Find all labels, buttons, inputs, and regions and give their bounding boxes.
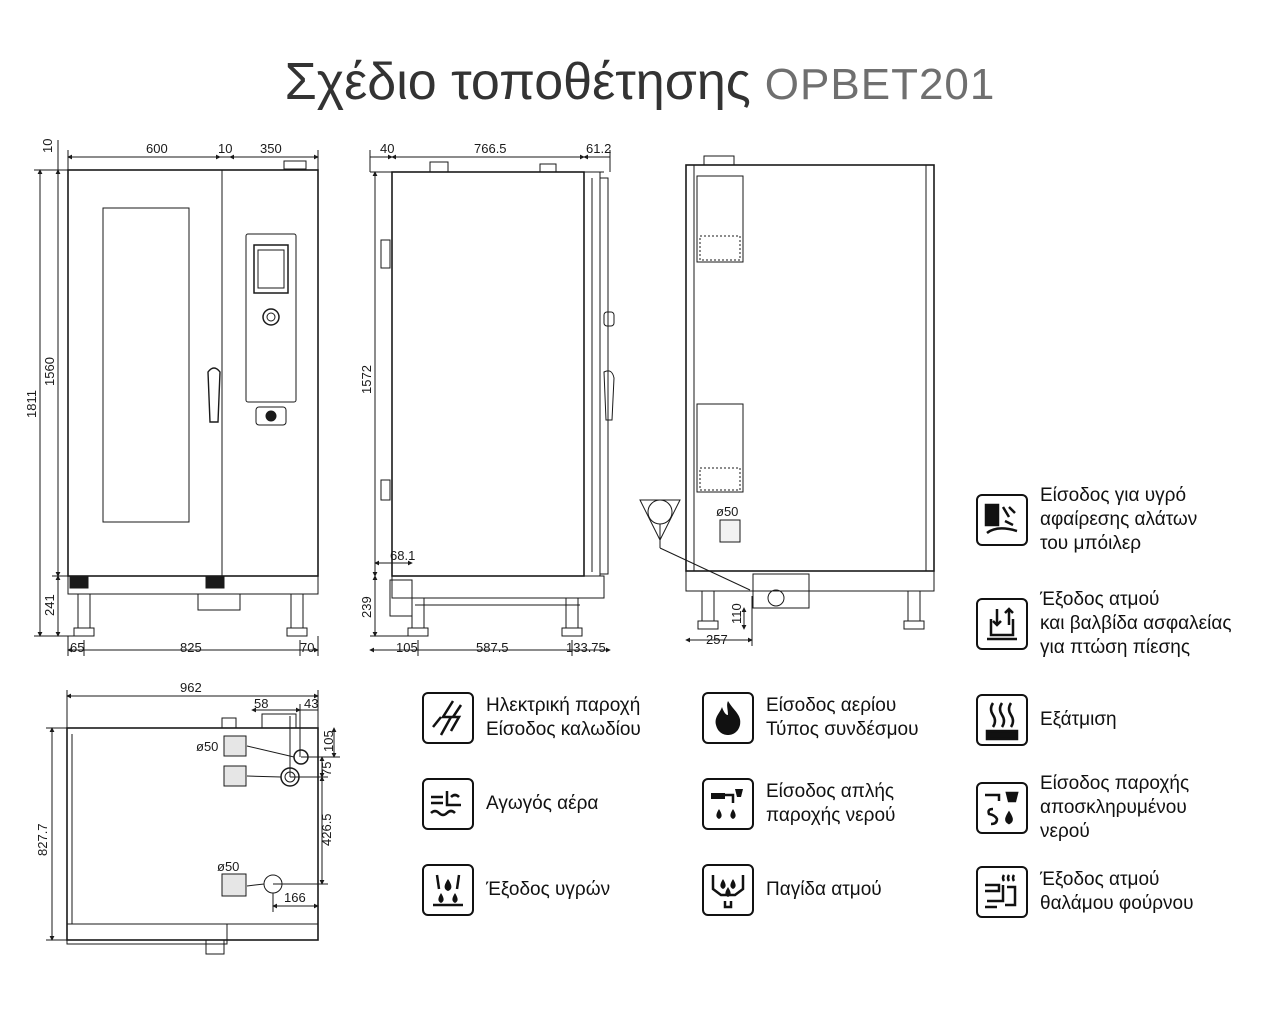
front-view (34, 140, 319, 656)
legend-item-chamber-steam: Έξοδος ατμού θαλάμου φούρνου (976, 866, 1193, 918)
legend-item-steam-valve: Έξοδος ατμού και βαλβίδα ασφαλείας για π… (976, 588, 1232, 660)
legend-item-steam-trap: Παγίδα ατμού (702, 864, 882, 916)
front-dim-height-body: 1560 (42, 357, 57, 386)
front-dim-height-total: 1811 (24, 390, 39, 418)
legend-item-exhaust: Εξάτμιση (976, 694, 1117, 746)
legend-text-exhaust: Εξάτμιση (1040, 709, 1117, 730)
air-duct-icon (422, 778, 474, 830)
side-dim-top-mid: 766.5 (474, 141, 507, 156)
front-dim-bottom-mid: 825 (180, 640, 202, 655)
front-dim-top-gap: 10 (218, 141, 232, 156)
legend-text-descaler: Είσοδος για υγρό αφαίρεσης αλάτων του μπ… (1040, 485, 1198, 554)
legend-text-steam-valve: Έξοδος ατμού και βαλβίδα ασφαλείας για π… (1040, 589, 1232, 658)
top-dim-offset-a: 58 (254, 696, 268, 711)
top-dim-pipe-diameter-1: ø50 (196, 739, 218, 754)
legend-item-electric: Ηλεκτρική παροχή Είσοδος καλωδίου (422, 692, 641, 744)
top-dim-offset-b: 43 (304, 696, 318, 711)
side-dim-height: 1572 (359, 365, 374, 394)
legend-text-softened: Είσοδος παροχής αποσκληρυμένου νερού (1040, 773, 1190, 842)
legend-text-water: Είσοδος απλής παροχής νερού (766, 781, 896, 826)
descaler-inlet-icon (976, 494, 1028, 546)
drain-icon (422, 864, 474, 916)
front-dim-bottom-right: 70 (300, 640, 314, 655)
top-dim-v1: 105 (321, 730, 336, 752)
side-dim-height-legs: 239 (359, 596, 374, 618)
side-dim-bottom-right: 133.75 (566, 640, 606, 655)
side-dim-bottom-left: 105 (396, 640, 418, 655)
front-dim-top-right: 350 (260, 141, 282, 156)
side-dim-top-left: 40 (380, 141, 394, 156)
side-dim-top-right: 61.2 (586, 141, 611, 156)
steam-trap-icon (702, 864, 754, 916)
legend-item-water: Είσοδος απλής παροχής νερού (702, 778, 895, 830)
legend-text-gas: Είσοδος αερίου Τύπος συνδέσμου (766, 695, 919, 740)
side-view (369, 150, 615, 656)
legend-item-softened: Είσοδος παροχής αποσκληρυμένου νερού (976, 772, 1189, 844)
title-main: Σχέδιο τοποθέτησης (284, 53, 751, 111)
steam-valve-icon (976, 598, 1028, 650)
water-supply-icon (702, 778, 754, 830)
top-dim-v3: 426.5 (319, 813, 334, 846)
side-dim-leg-offset: 68.1 (390, 548, 415, 563)
top-dim-h-bottom: 166 (284, 890, 306, 905)
front-dim-bottom-left: 65 (70, 640, 84, 655)
title-model: OPBET201 (764, 60, 996, 109)
top-dim-depth: 827.7 (35, 823, 50, 856)
front-dim-top-left: 600 (146, 141, 168, 156)
rear-dim-pipe-diameter: ø50 (716, 504, 738, 519)
legend-text-drain: Έξοδος υγρών (486, 879, 611, 900)
rear-dim-pipe-height: 110 (729, 603, 744, 624)
top-dim-width: 962 (180, 680, 202, 695)
side-dim-bottom-mid: 587.5 (476, 640, 509, 655)
flame-icon (702, 692, 754, 744)
front-dim-height-legs: 241 (42, 594, 57, 616)
exhaust-icon (976, 694, 1028, 746)
legend-text-steam-trap: Παγίδα ατμού (766, 879, 882, 900)
legend-item-drain: Έξοδος υγρών (422, 864, 610, 916)
rear-view (639, 155, 935, 646)
rear-dim-bottom-offset: 257 (706, 632, 728, 647)
top-view (46, 690, 340, 955)
legend-text-chamber-steam: Έξοδος ατμού θαλάμου φούρνου (1040, 869, 1194, 914)
lightning-icon (422, 692, 474, 744)
top-dim-v2: 75 (319, 762, 334, 776)
legend-item-descaler: Είσοδος για υγρό αφαίρεσης αλάτων του μπ… (976, 484, 1197, 556)
softened-water-icon (976, 782, 1028, 834)
page-title: Σχέδιο τοποθέτησης OPBET201 (0, 42, 1280, 122)
front-dim-top-small: 10 (40, 139, 55, 153)
legend-text-air-duct: Αγωγός αέρα (486, 793, 599, 814)
legend-text-electric: Ηλεκτρική παροχή Είσοδος καλωδίου (486, 695, 641, 740)
legend-item-gas: Είσοδος αερίου Τύπος συνδέσμου (702, 692, 918, 744)
chamber-steam-icon (976, 866, 1028, 918)
legend-item-air-duct: Αγωγός αέρα (422, 778, 598, 830)
top-dim-pipe-diameter-2: ø50 (217, 859, 239, 874)
